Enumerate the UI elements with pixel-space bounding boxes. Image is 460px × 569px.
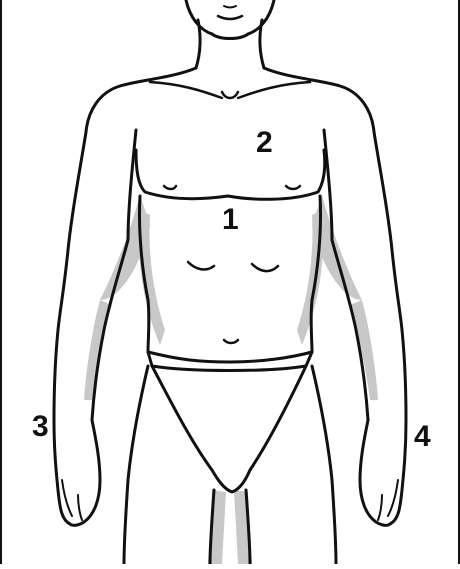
label-1: 1 xyxy=(222,205,239,235)
label-4: 4 xyxy=(414,422,431,452)
label-3: 3 xyxy=(32,412,49,442)
label-2: 2 xyxy=(256,128,273,158)
